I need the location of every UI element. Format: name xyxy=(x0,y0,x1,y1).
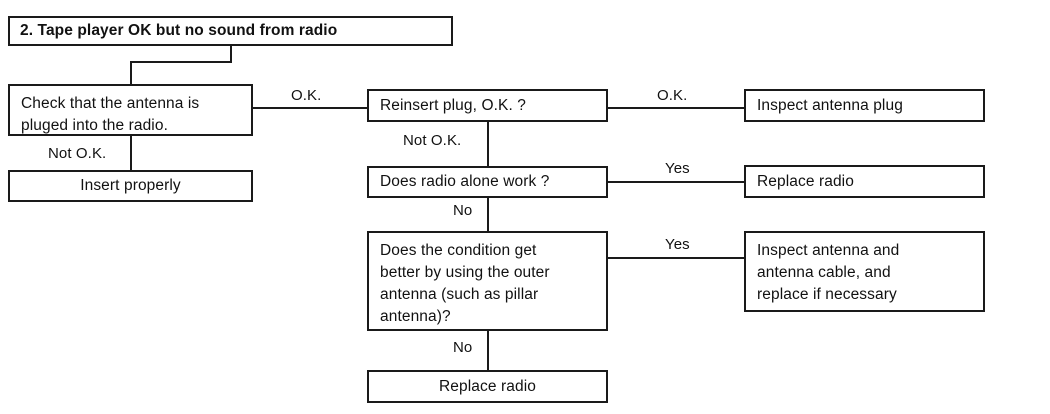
node-replace-radio-1: Replace radio xyxy=(744,165,985,198)
node-title-label: 2. Tape player OK but no sound from radi… xyxy=(20,22,338,39)
node-reinsert-plug-label: Reinsert plug, O.K. ? xyxy=(380,96,526,114)
edge-label-reinsert-not-ok: Not O.K. xyxy=(403,132,462,149)
node-check-antenna-line2: pluged into the radio. xyxy=(21,117,168,134)
node-check-antenna: Check that the antenna is pluged into th… xyxy=(8,84,253,136)
node-outer-antenna: Does the condition get better by using t… xyxy=(367,231,608,331)
connector-title-down xyxy=(230,46,232,63)
node-replace-radio-2: Replace radio xyxy=(367,370,608,403)
node-radio-alone-work: Does radio alone work ? xyxy=(367,166,608,198)
node-inspect-antenna-cable: Inspect antenna and antenna cable, and r… xyxy=(744,231,985,312)
edge-label-outer-no: No xyxy=(453,339,473,356)
connector-radio-yes xyxy=(608,181,745,183)
node-inspect-antenna-cable-line2: antenna cable, and xyxy=(757,264,891,281)
edge-label-reinsert-ok: O.K. xyxy=(657,87,688,104)
node-reinsert-plug: Reinsert plug, O.K. ? xyxy=(367,89,608,122)
edge-label-check-not-ok: Not O.K. xyxy=(48,145,107,162)
node-inspect-antenna-cable-line1: Inspect antenna and xyxy=(757,242,900,259)
connector-title-left xyxy=(130,61,232,63)
node-inspect-antenna-plug: Inspect antenna plug xyxy=(744,89,985,122)
connector-check-not-ok xyxy=(130,136,132,171)
edge-label-radio-yes: Yes xyxy=(665,160,690,177)
connector-outer-no xyxy=(487,331,489,370)
node-insert-properly-label: Insert properly xyxy=(80,177,181,194)
connector-title-into-check xyxy=(130,61,132,85)
node-outer-antenna-line2: better by using the outer xyxy=(380,264,550,281)
node-title-box: 2. Tape player OK but no sound from radi… xyxy=(8,16,453,46)
node-outer-antenna-line4: antenna)? xyxy=(380,308,451,325)
connector-check-ok xyxy=(252,107,368,109)
node-outer-antenna-line1: Does the condition get xyxy=(380,242,537,259)
node-inspect-antenna-plug-label: Inspect antenna plug xyxy=(757,96,903,114)
node-outer-antenna-line3: antenna (such as pillar xyxy=(380,286,539,303)
node-insert-properly: Insert properly xyxy=(8,170,253,202)
edge-label-check-ok: O.K. xyxy=(291,87,322,104)
connector-outer-yes xyxy=(608,257,745,259)
node-inspect-antenna-cable-line3: replace if necessary xyxy=(757,286,897,303)
edge-label-radio-no: No xyxy=(453,202,473,219)
connector-radio-no xyxy=(487,198,489,232)
node-replace-radio-1-label: Replace radio xyxy=(757,172,854,190)
edge-label-outer-yes: Yes xyxy=(665,236,690,253)
connector-reinsert-ok xyxy=(608,107,745,109)
connector-reinsert-not-ok xyxy=(487,122,489,167)
node-replace-radio-2-label: Replace radio xyxy=(439,377,536,395)
node-radio-alone-work-label: Does radio alone work ? xyxy=(380,173,550,190)
node-check-antenna-line1: Check that the antenna is xyxy=(21,95,200,112)
